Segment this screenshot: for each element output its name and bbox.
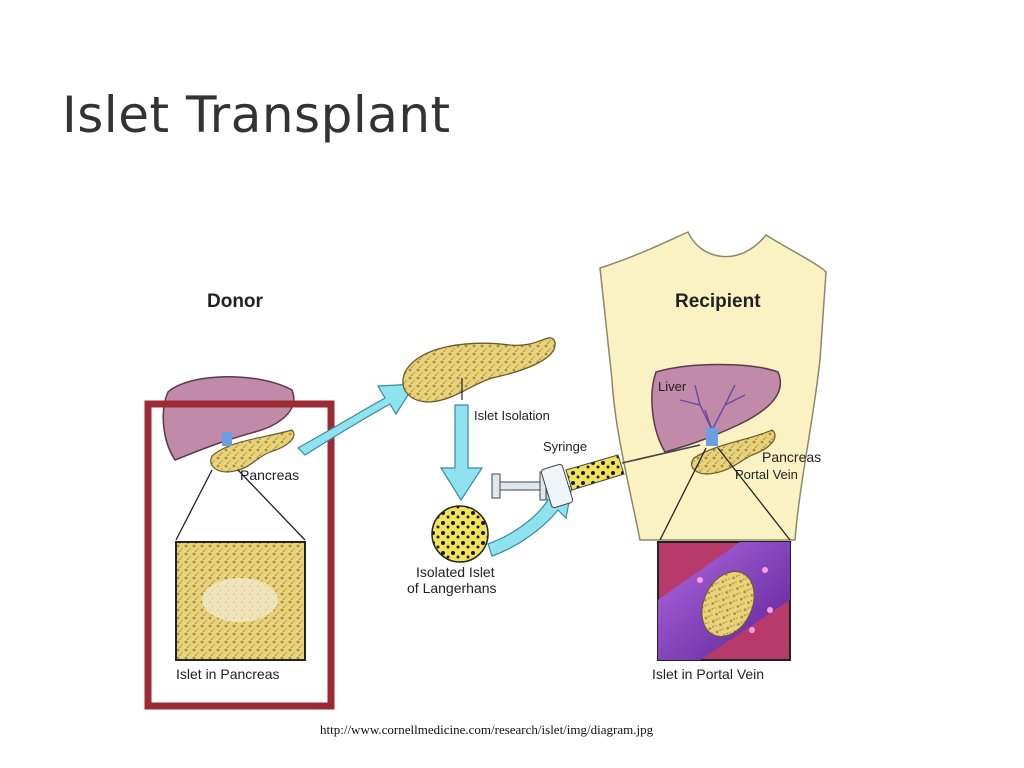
isolated-pancreas [402, 337, 556, 403]
recipient-pancreas-label: Pancreas [762, 449, 821, 465]
syringe [491, 444, 701, 509]
recipient-label: Recipient [675, 291, 761, 312]
liver-veins [679, 384, 746, 431]
zoom-line-recipient-left [659, 447, 707, 541]
islet-in-portal-vein-label: Islet in Portal Vein [652, 666, 764, 682]
recipient-liver [651, 363, 782, 453]
syringe-label: Syringe [543, 439, 587, 454]
zoom-line-recipient-right [717, 447, 791, 541]
portal-vein-duct [706, 428, 718, 446]
portal-vein-label: Portal Vein [735, 467, 798, 482]
donor-pancreas-label: Pancreas [240, 467, 299, 483]
slide-title: Islet Transplant [62, 86, 451, 144]
isolated-islet-label-line1: Isolated Islet [416, 564, 495, 580]
recipient-pancreas [691, 429, 776, 475]
isolated-islet [431, 505, 489, 563]
islet-in-portal-vein-inset [657, 541, 791, 661]
highlight-frame [144, 400, 335, 710]
islet-highlight [202, 578, 278, 622]
donor-liver [162, 376, 295, 461]
islet-isolation-label: Islet Isolation [474, 408, 550, 423]
donor-label: Donor [207, 291, 264, 312]
donor-duct [222, 432, 232, 446]
zoom-line-left [175, 469, 213, 541]
islet-in-pancreas-label: Islet in Pancreas [176, 666, 280, 682]
arrow-donor-to-pancreas [297, 383, 417, 456]
arrow-islet-isolation [439, 404, 484, 502]
isolated-islet-label-line2: of Langerhans [407, 580, 497, 596]
zoom-line-right [237, 469, 306, 541]
donor-pancreas [210, 429, 295, 473]
liver-label: Liver [658, 379, 687, 394]
source-caption: http://www.cornellmedicine.com/research/… [320, 722, 654, 737]
